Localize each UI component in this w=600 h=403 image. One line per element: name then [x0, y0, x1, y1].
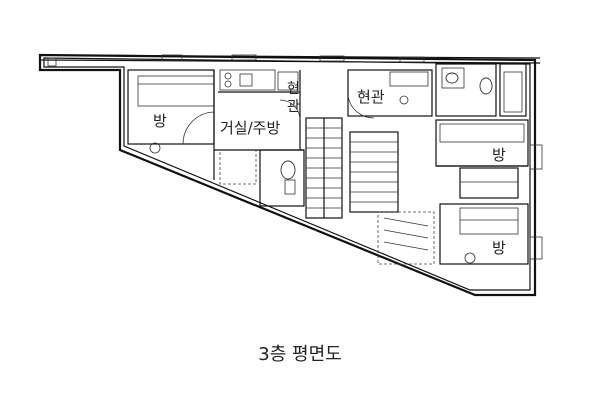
label-room-upper-right: 방 — [492, 146, 506, 164]
room-left-walls — [127, 69, 215, 180]
label-entrance-1-char-a: 현 — [287, 81, 300, 97]
room-lower-right-walls — [439, 203, 529, 265]
stairwell — [305, 117, 435, 265]
kitchen-counter — [218, 69, 300, 93]
label-entrance-1-char-b: 관 — [287, 99, 300, 115]
label-room-lower-right: 방 — [492, 239, 506, 257]
bathroom-left — [214, 149, 305, 207]
bathroom-right — [435, 63, 527, 117]
label-entrance-2: 현관 — [357, 88, 385, 106]
label-entrance-1: 현 관 — [287, 81, 304, 115]
outer-walls — [38, 53, 541, 297]
floor-plan-caption: 3층 평면도 — [258, 344, 342, 365]
label-living-kitchen: 거실/주방 — [220, 119, 280, 137]
label-room-left: 방 — [153, 112, 167, 130]
room-upper-right-walls — [435, 119, 529, 199]
entrance-2-walls — [347, 69, 433, 119]
entrance-1-walls — [277, 70, 301, 150]
window-marks — [47, 54, 543, 260]
